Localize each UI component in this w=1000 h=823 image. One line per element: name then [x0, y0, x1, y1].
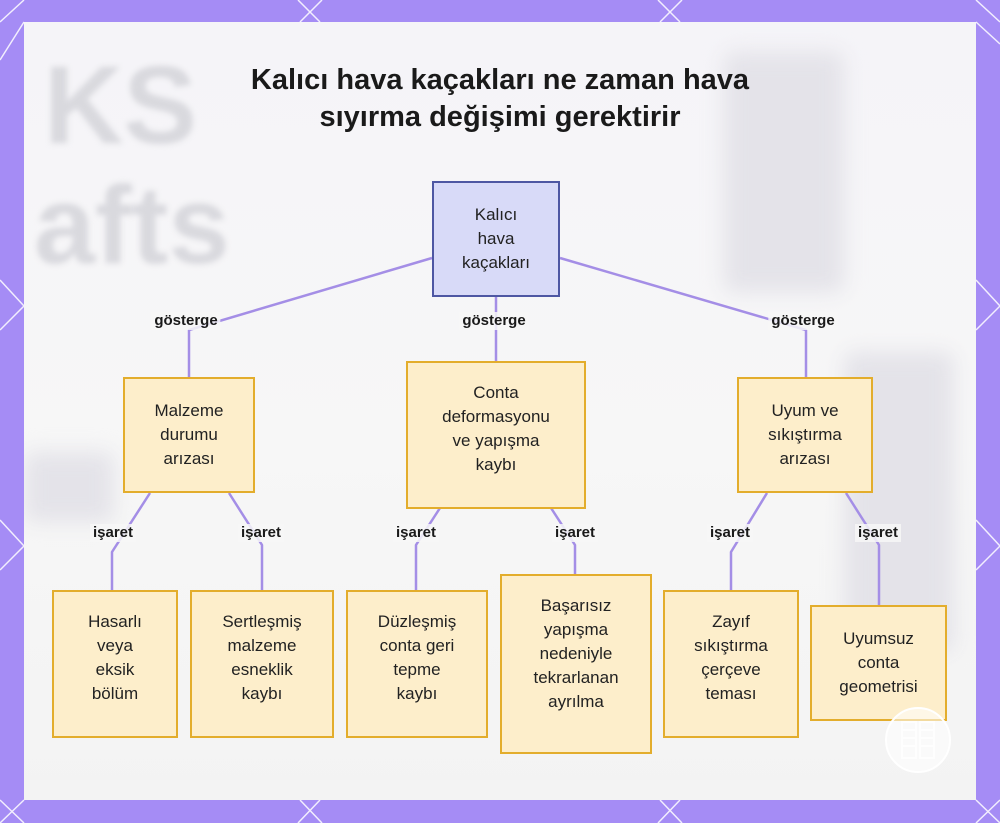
- node-damaged-section: Hasarlı veya eksik bölüm: [52, 590, 178, 738]
- background-watermark-text: KS: [44, 44, 197, 167]
- watermark-logo-icon: [885, 707, 951, 773]
- edge-c3-l6: [844, 492, 881, 606]
- node-label: Uyum ve sıkıştırma arızası: [768, 401, 842, 468]
- edge-c3-l5: [729, 492, 769, 591]
- node-label: Düzleşmiş conta geri tepme kaybı: [377, 612, 457, 703]
- diagram-title: Kalıcı hava kaçakları ne zaman hava sıyı…: [150, 62, 850, 136]
- node-hardened-material: Sertleşmiş malzeme esneklik kaybı: [190, 590, 334, 738]
- node-label: Conta deformasyonu ve yapışma kaybı: [442, 383, 550, 474]
- edge-label-indicator: gösterge: [151, 312, 221, 330]
- node-label: Zayıf sıkıştırma çerçeve teması: [694, 612, 768, 703]
- node-adhesion-failure: Başarısız yapışma nedeniyle tekrarlanan …: [500, 574, 652, 754]
- edge-c2-l4: [549, 507, 577, 575]
- title-line-2: sıyırma değişimi gerektirir: [319, 101, 681, 133]
- node-seal-deformation: Conta deformasyonu ve yapışma kaybı: [406, 361, 586, 509]
- edge-c1-l1: [110, 492, 152, 591]
- edge-label-sign: işaret: [237, 524, 285, 542]
- edge-c2-l3: [414, 507, 442, 591]
- edge-label-indicator: gösterge: [768, 312, 838, 330]
- edge-label-sign: işaret: [706, 524, 754, 542]
- node-mismatched-geometry: Uyumsuz conta geometrisi: [810, 605, 947, 721]
- node-label: Sertleşmiş malzeme esneklik kaybı: [222, 612, 302, 703]
- node-label: Malzeme durumu arızası: [154, 401, 224, 468]
- background-blur-shape: [724, 52, 844, 292]
- node-label: Başarısız yapışma nedeniyle tekrarlanan …: [533, 596, 619, 711]
- edge-label-sign: işaret: [89, 524, 137, 542]
- edge-root-c1: [187, 256, 433, 378]
- edge-label-sign: işaret: [854, 524, 902, 542]
- node-material-failure: Malzeme durumu arızası: [123, 377, 255, 493]
- node-flattened-seal: Düzleşmiş conta geri tepme kaybı: [346, 590, 488, 738]
- title-line-1: Kalıcı hava kaçakları ne zaman hava: [250, 64, 750, 96]
- background-watermark-text: afts: [34, 164, 230, 287]
- edge-label-sign: işaret: [551, 524, 599, 542]
- edge-c1-l2: [227, 492, 264, 591]
- node-label: Hasarlı veya eksik bölüm: [88, 612, 142, 703]
- edge-root-c3: [559, 256, 808, 378]
- background-blur-shape: [24, 452, 114, 522]
- edge-label-indicator: gösterge: [459, 312, 529, 330]
- node-weak-compression: Zayıf sıkıştırma çerçeve teması: [663, 590, 799, 738]
- edge-label-sign: işaret: [392, 524, 440, 542]
- node-label: Uyumsuz conta geometrisi: [839, 629, 918, 696]
- node-root-label: Kalıcı hava kaçakları: [461, 205, 531, 272]
- node-root: Kalıcı hava kaçakları: [432, 181, 560, 297]
- node-fit-compression-failure: Uyum ve sıkıştırma arızası: [737, 377, 873, 493]
